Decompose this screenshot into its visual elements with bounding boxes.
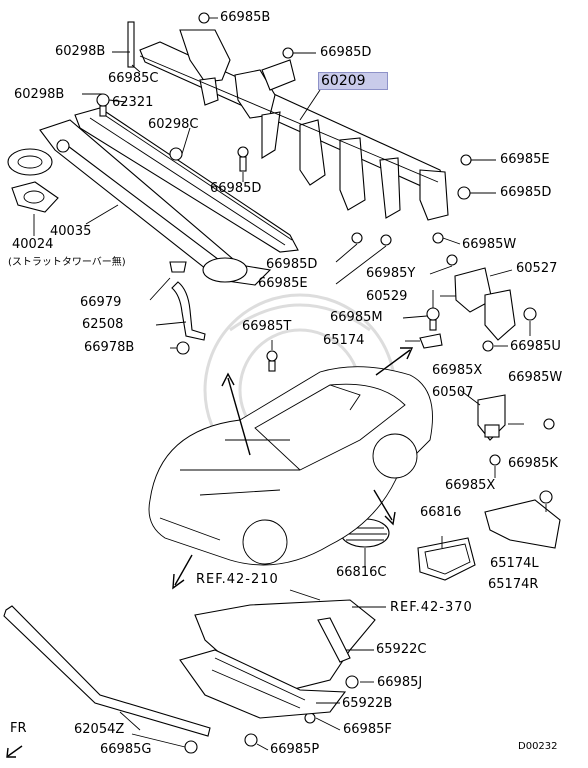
bracket-65174[interactable]: [419, 333, 443, 349]
bracket-60507[interactable]: [477, 394, 506, 441]
front-direction-label: FR: [10, 721, 27, 736]
part-label-40024[interactable]: 40024: [12, 237, 54, 252]
part-label-62054Z[interactable]: 62054Z: [74, 722, 125, 737]
strut-tower-bar[interactable]: [7, 119, 272, 286]
part-label-66985G[interactable]: 66985G: [100, 742, 152, 757]
part-label-62321[interactable]: 62321: [112, 95, 154, 110]
part-label-60298B-a[interactable]: 60298B: [55, 44, 106, 59]
reference-label-42-370[interactable]: REF.42-370: [390, 600, 473, 615]
part-label-40035[interactable]: 40035: [50, 224, 92, 239]
reinforcement-rod[interactable]: [3, 605, 211, 737]
part-label-66985F[interactable]: 66985F: [343, 722, 392, 737]
part-label-66985X-b[interactable]: 66985X: [445, 478, 496, 493]
bracket-60527[interactable]: [484, 289, 516, 341]
selected-part-highlight: [318, 72, 388, 90]
part-label-66985T[interactable]: 66985T: [242, 319, 292, 334]
part-label-65174L[interactable]: 65174L: [490, 556, 539, 571]
direction-arrows: [6, 347, 414, 758]
grommet[interactable]: [169, 261, 187, 273]
part-label-66985X-a[interactable]: 66985X: [432, 363, 483, 378]
part-label-66985P[interactable]: 66985P: [270, 742, 320, 757]
part-label-66985E-low[interactable]: 66985E: [258, 276, 308, 291]
part-label-60209[interactable]: 60209: [321, 73, 366, 89]
part-label-66985C[interactable]: 66985C: [108, 71, 159, 86]
part-label-60507[interactable]: 60507: [432, 385, 474, 400]
drain-hose[interactable]: [171, 281, 206, 341]
part-label-66985E-right[interactable]: 66985E: [500, 152, 550, 167]
part-label-66985D-top[interactable]: 66985D: [320, 45, 372, 60]
reference-label-42-210[interactable]: REF.42-210: [196, 572, 279, 587]
part-label-66978B[interactable]: 66978B: [84, 340, 135, 355]
part-label-60298C[interactable]: 60298C: [148, 117, 199, 132]
diagram-code: D00232: [518, 741, 558, 752]
part-label-66985D-low[interactable]: 66985D: [266, 257, 318, 272]
part-label-60527[interactable]: 60527: [516, 261, 558, 276]
part-label-65174R[interactable]: 65174R: [488, 577, 539, 592]
bracket-65922C[interactable]: [317, 617, 351, 663]
instrument-panel-reinforcement[interactable]: [139, 29, 449, 221]
part-label-60298B-b[interactable]: 60298B: [14, 87, 65, 102]
front-crossmember[interactable]: [179, 649, 347, 719]
part-label-66985M[interactable]: 66985M: [330, 310, 383, 325]
part-label-65174[interactable]: 65174: [323, 333, 365, 348]
part-label-66985D-mid[interactable]: 66985D: [210, 181, 262, 196]
car-body-outline: [148, 366, 433, 566]
part-label-60529[interactable]: 60529: [366, 289, 408, 304]
part-label-65922C[interactable]: 65922C: [376, 642, 427, 657]
part-label-66985W-b[interactable]: 66985W: [508, 370, 563, 385]
part-label-66985Y[interactable]: 66985Y: [366, 266, 416, 281]
part-label-66985K[interactable]: 66985K: [508, 456, 558, 471]
part-label-66985W-a[interactable]: 66985W: [462, 237, 517, 252]
part-label-66816C[interactable]: 66816C: [336, 565, 387, 580]
part-label-66985D-right[interactable]: 66985D: [500, 185, 552, 200]
part-label-66816[interactable]: 66816: [420, 505, 462, 520]
part-label-66985J[interactable]: 66985J: [377, 675, 423, 690]
mat-66816[interactable]: [417, 537, 476, 581]
part-label-66985U[interactable]: 66985U: [510, 339, 561, 354]
part-note-40024: (ストラットタワーバー無): [8, 257, 126, 268]
part-label-66979[interactable]: 66979: [80, 295, 122, 310]
leader-lines: [33, 17, 547, 751]
strut-mount-plate[interactable]: [11, 181, 59, 213]
part-label-65922B[interactable]: 65922B: [342, 696, 393, 711]
part-label-66985B[interactable]: 66985B: [220, 10, 271, 25]
bracket-65174L-R[interactable]: [484, 499, 561, 549]
part-label-62508[interactable]: 62508: [82, 317, 124, 332]
